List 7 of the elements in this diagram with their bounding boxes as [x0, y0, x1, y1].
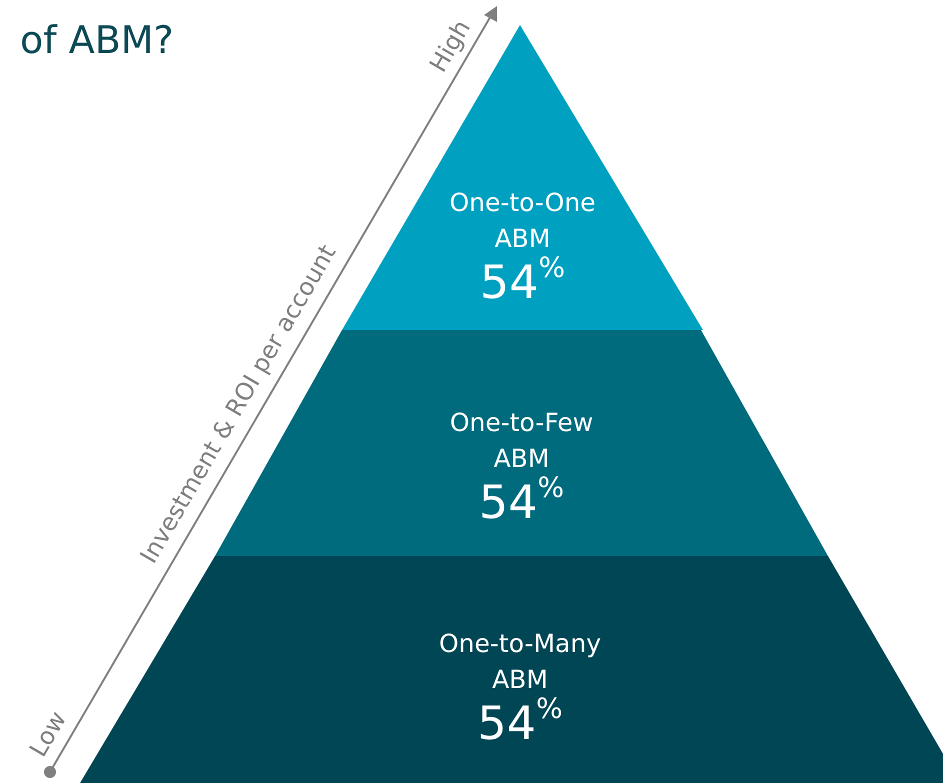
percentage-value: 54$^{%}$ — [480, 257, 566, 308]
title: of ABM? — [20, 18, 174, 64]
tier-label: One-to-Few ABM — [448, 406, 594, 476]
tier-label: One-to-Many ABM — [438, 628, 602, 696]
percentage-value: 54$^{%}$ — [478, 477, 564, 528]
tier-label: One-to-One ABM — [448, 186, 597, 256]
percentage-value: 54$^{%}$ — [477, 698, 563, 749]
